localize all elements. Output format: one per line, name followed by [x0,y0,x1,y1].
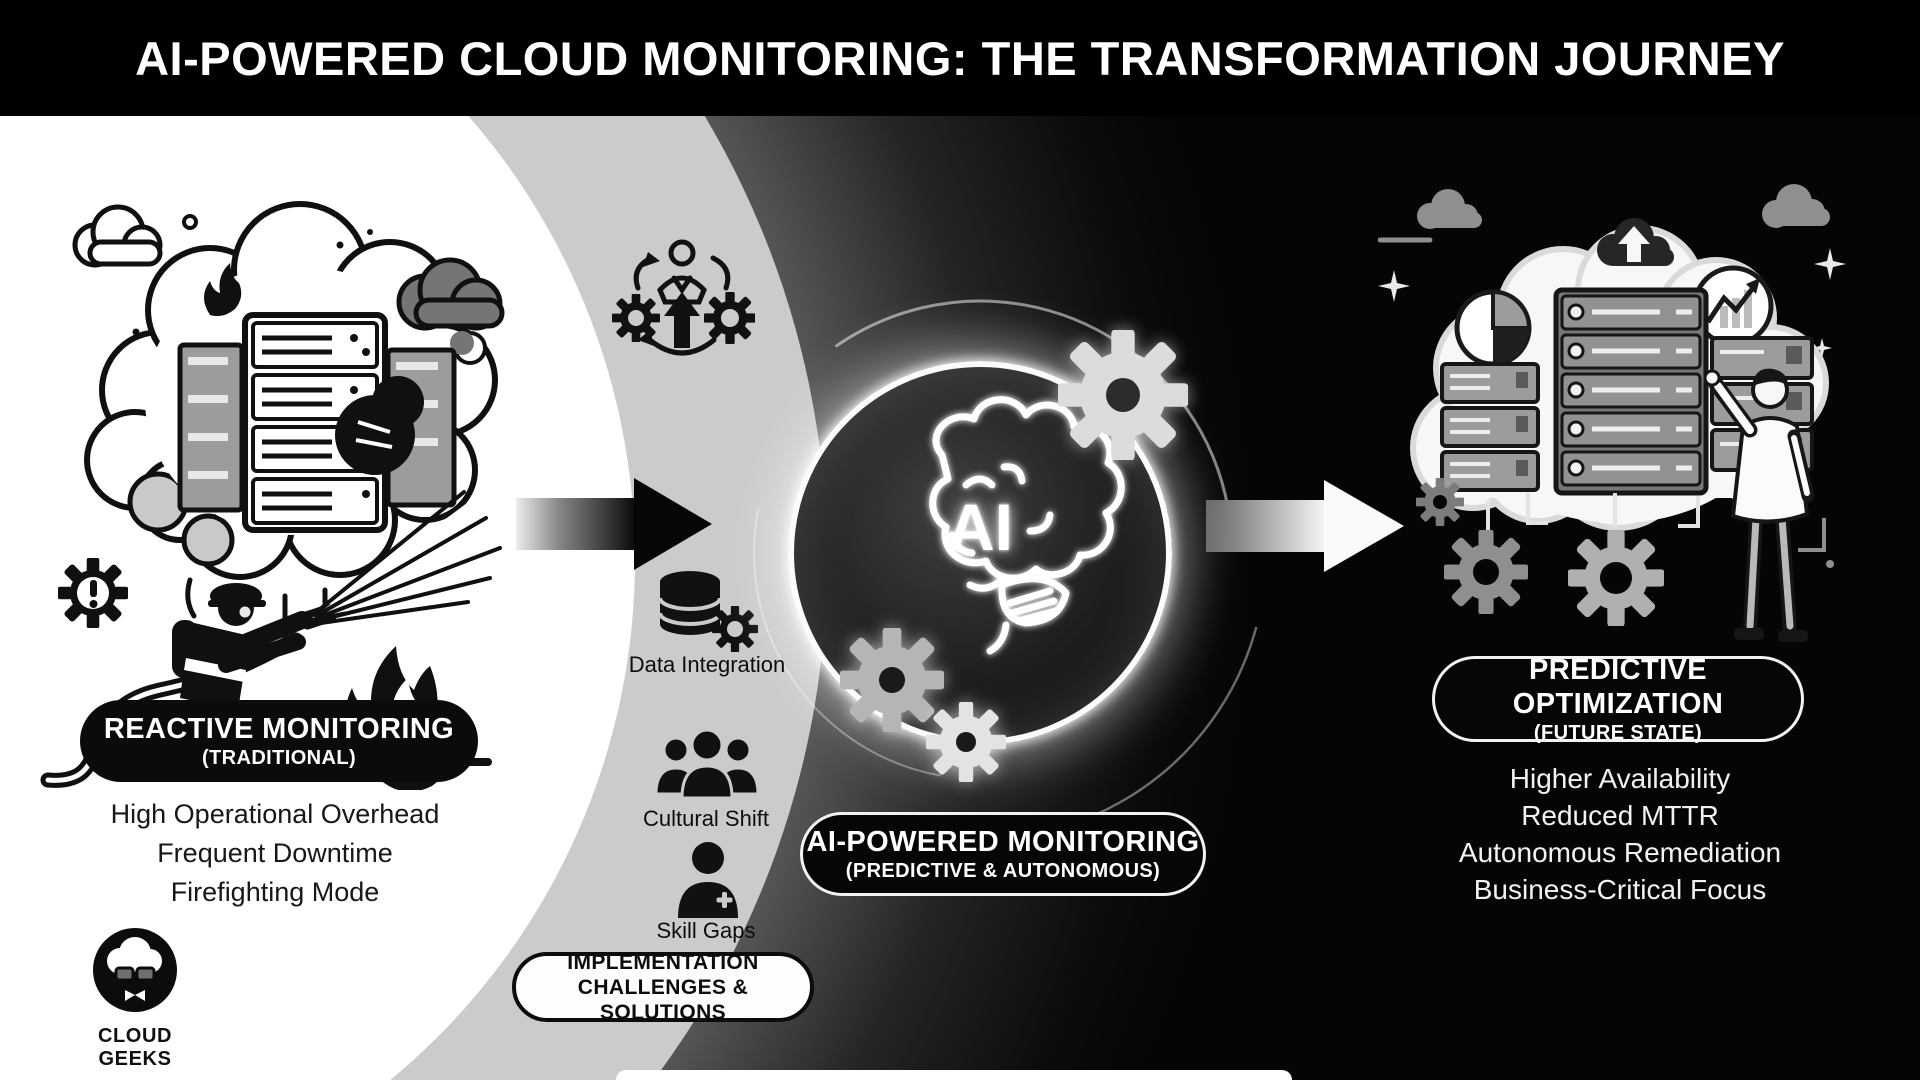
connector-line [1798,518,1826,552]
reactive-point: High Operational Overhead [110,799,440,829]
arrow-tail [516,498,634,550]
gear-icon-medium [840,628,944,732]
challenge-label-cultural-shift: Cultural Shift [643,806,769,831]
title-bar: AI-POWERED CLOUD MONITORING: THE TRANSFO… [0,0,1920,116]
predictive-point: Reduced MTTR [1521,800,1719,831]
ai-label: AI [947,490,1013,564]
cloud-geeks-logo: CLOUD GEEKS [60,926,210,1071]
engineer-person [1703,368,1815,642]
predictive-points: Higher Availability Reduced MTTR Autonom… [1410,760,1830,908]
person-plus-icon [678,842,738,918]
gear-icon [1416,478,1664,626]
server-rack-main [1553,287,1709,496]
reactive-illustration [40,201,506,790]
small-flame-icon [204,263,242,317]
gear-warning-icon [58,558,128,628]
arrow-head-icon [1324,480,1404,572]
predictive-point: Higher Availability [1509,763,1731,794]
storm-cloud-moon-icon [396,257,505,365]
people-group-icon [654,728,760,800]
challenge-label-data-integration: Data Integration [628,652,786,677]
implementation-challenges-pill: IMPLEMENTATION CHALLENGES & SOLUTIONS [512,950,814,1024]
smoke-blob [335,376,424,475]
cloud-geek-face-icon [93,928,177,1012]
server-rack-mini-left [1440,362,1540,492]
reactive-pill-title: REACTIVE MONITORING [103,713,455,745]
sparkle-icon [1378,248,1846,358]
reactive-stage-pill: REACTIVE MONITORING (TRADITIONAL) [80,700,478,782]
reactive-point: Frequent Downtime [157,838,393,868]
ai-pill-subtitle: (PREDICTIVE & AUTONOMOUS) [845,860,1161,882]
people-process-gears-icon [612,239,755,356]
ai-pill-title: AI-POWERED MONITORING [806,826,1200,858]
reactive-pill-subtitle: (TRADITIONAL) [201,747,357,769]
database-gear-icon [658,571,758,652]
reactive-point: Firefighting Mode [170,877,380,907]
water-spray [312,480,506,626]
small-cloud-icon [1762,184,1830,228]
transition-arrow-right [1206,480,1404,572]
logo-text: CLOUD GEEKS [97,1025,173,1070]
small-cloud-icon [1417,189,1482,229]
dot [182,214,198,230]
brain-icon [929,396,1125,655]
challenge-label-skill-gaps: Skill Gaps [656,918,756,943]
predictive-point: Autonomous Remediation [1458,837,1782,868]
arrow-tail [1206,500,1324,552]
implementation-pill-line2: CHALLENGES & SOLUTIONS [577,975,749,1024]
page-title: AI-POWERED CLOUD MONITORING: THE TRANSFO… [135,31,1785,85]
smoke-shading [127,471,235,567]
trend-chart-icon [1692,265,1774,347]
connector-lines [1486,493,1700,530]
gear-icon-small [926,702,1006,782]
gear-icon-large [1058,330,1188,460]
reactive-points: High Operational Overhead Frequent Downt… [45,795,505,912]
cloud-upload-icon [1597,218,1674,266]
arrow-head-icon [634,478,712,570]
predictive-point: Business-Critical Focus [1473,874,1767,905]
implementation-pill-line1: IMPLEMENTATION [567,950,759,974]
ai-stage-pill: AI-POWERED MONITORING (PREDICTIVE & AUTO… [800,812,1206,896]
predictive-illustration [1378,184,1846,642]
bottom-white-sliver [616,1070,1292,1080]
predictive-pill-title: PREDICTIVE OPTIMIZATION [1512,654,1724,720]
predictive-stage-pill: PREDICTIVE OPTIMIZATION (FUTURE STATE) [1432,654,1804,744]
pie-chart-icon [1454,289,1532,367]
transition-arrow-left [516,478,712,570]
predictive-pill-subtitle: (FUTURE STATE) [1533,722,1703,744]
server-rack-left [177,342,245,513]
small-cloud-icon [72,204,163,268]
